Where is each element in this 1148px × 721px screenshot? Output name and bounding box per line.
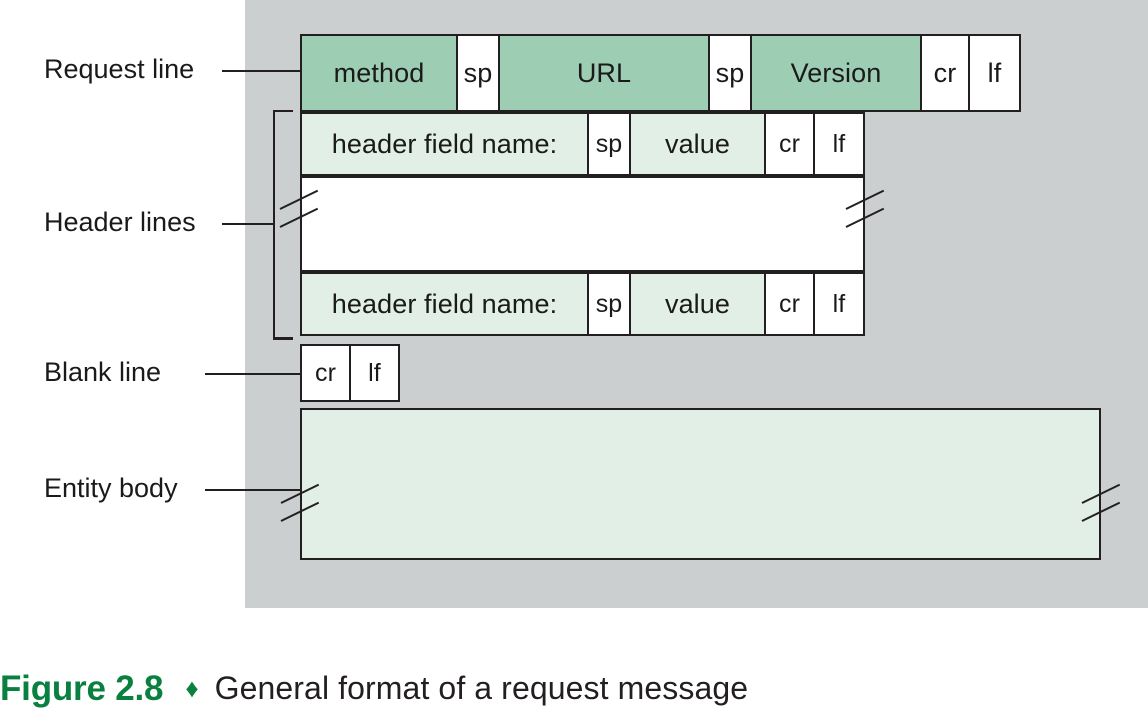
header-lines-bracket	[273, 110, 293, 340]
annotation-label-entity-body: Entity body	[44, 473, 178, 503]
request-line-cell-cr: cr	[919, 34, 971, 112]
leader-line-blank	[205, 373, 302, 375]
figure-caption: Figure 2.8 ♦ General format of a request…	[0, 662, 1148, 714]
figure-number: Figure 2.8	[0, 668, 164, 708]
entity-body-block	[300, 408, 1101, 560]
leader-line-header	[222, 223, 275, 225]
annotation-label-header-lines: Header lines	[44, 207, 196, 237]
request-line-cell-url: URL	[498, 34, 710, 112]
leader-line-entity	[205, 489, 302, 491]
header-line-last-cell-name: header field name:	[300, 272, 589, 336]
request-line-cell-lf: lf	[968, 34, 1021, 112]
diamond-icon: ♦	[185, 673, 199, 703]
header-line-last-cell-value: value	[629, 272, 766, 336]
request-line-cell-sp-1: sp	[455, 34, 501, 112]
header-line-first-cell-lf: lf	[813, 112, 865, 176]
annotation-label-blank-line: Blank line	[44, 357, 162, 387]
annotation-label-request-line: Request line	[44, 54, 195, 84]
figure-caption-text: General format of a request message	[214, 670, 749, 706]
blank-line-cell-cr: cr	[300, 344, 351, 402]
request-line-cell-sp-2: sp	[707, 34, 753, 112]
header-lines-continuation	[300, 176, 865, 272]
header-line-last-cell-cr: cr	[763, 272, 816, 336]
header-line-last-cell-lf: lf	[813, 272, 865, 336]
header-line-first-cell-cr: cr	[763, 112, 816, 176]
header-line-first-cell-sp: sp	[586, 112, 632, 176]
header-lines-bracket-stub-bottom	[273, 337, 293, 339]
blank-line-cell-lf: lf	[349, 344, 400, 402]
header-lines-bracket-stub-top	[273, 110, 293, 112]
request-line-cell-version: Version	[750, 34, 922, 112]
header-line-first-cell-name: header field name:	[300, 112, 589, 176]
header-line-last-cell-sp: sp	[586, 272, 632, 336]
header-line-first-cell-value: value	[629, 112, 766, 176]
request-line-cell-method: method	[300, 34, 458, 112]
leader-line-request	[222, 70, 302, 72]
